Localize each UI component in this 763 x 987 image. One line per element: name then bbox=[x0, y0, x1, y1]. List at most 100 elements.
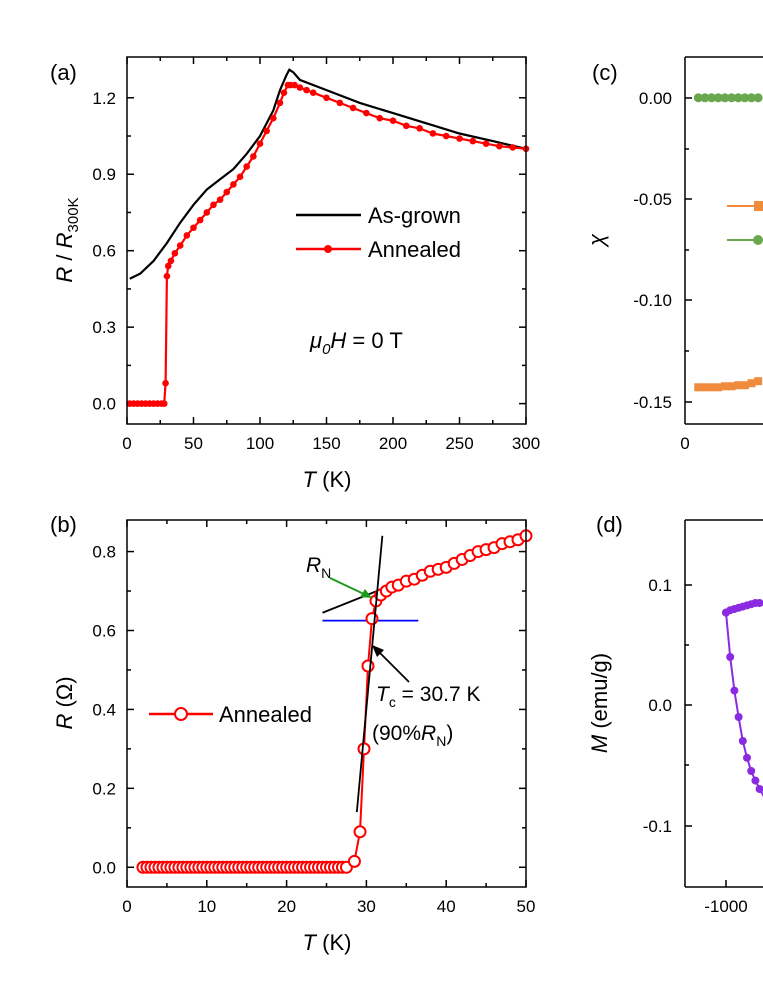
y-tick-label: 0.0 bbox=[92, 858, 116, 877]
data-point-annealed bbox=[223, 188, 231, 196]
x-tick-label: 100 bbox=[246, 434, 274, 453]
data-point-fc bbox=[693, 93, 703, 103]
data-point-mh bbox=[730, 686, 739, 695]
x-tick-label: 200 bbox=[379, 434, 407, 453]
panel-c-legend-marker-fc bbox=[753, 235, 763, 245]
panel-c-ytick-label: -0.10 bbox=[633, 291, 672, 310]
rn-arrowhead bbox=[360, 589, 372, 598]
data-point-annealed bbox=[403, 122, 410, 130]
data-point-annealed bbox=[203, 209, 211, 216]
rn-annotation: RN bbox=[306, 554, 331, 581]
data-point-annealed bbox=[469, 137, 477, 145]
x-tick-label: 150 bbox=[312, 434, 340, 453]
x-tick-label: 300 bbox=[512, 434, 540, 453]
panel-b-plot-area bbox=[136, 529, 533, 874]
data-point-annealed bbox=[296, 84, 304, 91]
data-point-annealed bbox=[353, 825, 367, 839]
data-point-fc bbox=[707, 93, 717, 103]
data-point-annealed bbox=[303, 86, 310, 94]
panel-c-legend-marker-zfc bbox=[754, 201, 763, 211]
data-point-annealed bbox=[162, 379, 169, 387]
panel-a-legend: As-grown Annealed bbox=[296, 203, 461, 262]
tc-arrow bbox=[375, 648, 410, 683]
x-tick-label: 0 bbox=[122, 897, 131, 916]
data-point-zfc bbox=[720, 382, 729, 391]
data-point-fc bbox=[740, 93, 750, 103]
y-tick-label: 0.9 bbox=[92, 165, 116, 184]
y-tick-label: 0.6 bbox=[92, 621, 116, 640]
panel-c-yticks: 0.00 -0.05 -0.10 -0.15 bbox=[633, 89, 692, 412]
data-point-annealed bbox=[291, 81, 298, 89]
panel-d-ytick-label: -0.1 bbox=[643, 817, 672, 836]
data-point-fc bbox=[720, 93, 730, 103]
data-point-fc bbox=[700, 93, 710, 103]
y-tick-label: 0.4 bbox=[92, 700, 116, 719]
data-point-zfc bbox=[700, 383, 709, 392]
data-point-zfc bbox=[734, 381, 743, 390]
panel-b-frame bbox=[126, 519, 527, 888]
panel-d: (d) 0.1 0.0 -0.1 -1000 M (emu/g) bbox=[587, 512, 763, 916]
data-point-zfc bbox=[714, 383, 723, 392]
transition-fit-line bbox=[355, 535, 384, 813]
data-point-fc bbox=[727, 93, 737, 103]
data-point-zfc bbox=[694, 383, 703, 392]
data-point-annealed bbox=[442, 132, 450, 140]
data-point-fc bbox=[753, 93, 763, 103]
data-point-mh bbox=[755, 599, 763, 607]
panel-c-ytick-label: -0.15 bbox=[633, 393, 672, 412]
panel-d-plot-area bbox=[722, 599, 763, 797]
x-tick-label: 50 bbox=[184, 434, 203, 453]
data-point-mh bbox=[755, 785, 763, 793]
tc-criterion-note: (90%RN) bbox=[372, 722, 453, 749]
data-point-fc bbox=[713, 93, 723, 103]
panel-c-xtick-label: 0 bbox=[680, 434, 689, 453]
x-tick-label: 50 bbox=[517, 897, 536, 916]
panel-c-plot-area bbox=[693, 93, 763, 392]
data-point-zfc bbox=[754, 377, 763, 386]
data-point-annealed bbox=[243, 163, 250, 170]
data-point-annealed bbox=[280, 89, 288, 96]
panel-b-legend: Annealed bbox=[149, 702, 312, 727]
data-point-annealed bbox=[309, 89, 317, 96]
y-tick-label: 0.0 bbox=[92, 395, 116, 414]
data-point-annealed bbox=[263, 127, 270, 135]
panel-c-label: (c) bbox=[592, 60, 618, 85]
data-point-annealed bbox=[363, 109, 370, 117]
data-point-annealed bbox=[349, 104, 357, 112]
data-point-annealed bbox=[256, 140, 264, 147]
panel-c-ytick-label: -0.05 bbox=[633, 190, 672, 209]
data-point-annealed bbox=[357, 742, 371, 756]
panel-b-ylabel: R (Ω) bbox=[52, 676, 77, 729]
data-point-annealed bbox=[250, 153, 257, 160]
x-tick-label: 40 bbox=[437, 897, 456, 916]
x-tick-label: 10 bbox=[197, 897, 216, 916]
data-point-mh bbox=[738, 737, 747, 745]
data-point-annealed bbox=[361, 659, 375, 673]
data-point-annealed bbox=[456, 135, 463, 142]
data-point-annealed bbox=[347, 854, 361, 868]
tc-annotation: Tc = 30.7 K bbox=[376, 683, 480, 710]
x-tick-label: 30 bbox=[357, 897, 376, 916]
data-point-annealed bbox=[270, 114, 277, 122]
data-point-annealed bbox=[416, 125, 423, 132]
panel-d-ytick-label: 0.1 bbox=[648, 576, 672, 595]
data-point-zfc bbox=[707, 383, 716, 392]
data-point-annealed bbox=[276, 99, 284, 107]
y-tick-label: 1.2 bbox=[92, 89, 116, 108]
panel-d-ylabel: M (emu/g) bbox=[587, 653, 612, 753]
data-point-annealed bbox=[509, 144, 516, 151]
panel-d-ytick-label: 0.0 bbox=[648, 696, 672, 715]
data-point-mh bbox=[751, 776, 760, 785]
data-point-zfc bbox=[747, 379, 756, 388]
y-tick-label: 0.3 bbox=[92, 318, 116, 337]
panel-b-label: (b) bbox=[50, 512, 77, 537]
legend-b-annealed-marker bbox=[174, 707, 188, 721]
data-point-mh bbox=[743, 753, 751, 762]
panel-a-ylabel: R / R300K bbox=[52, 197, 82, 282]
panel-c: (c) 0.00 -0.05 -0.10 -0.15 0 χ bbox=[584, 56, 763, 453]
data-point-annealed bbox=[183, 232, 191, 239]
